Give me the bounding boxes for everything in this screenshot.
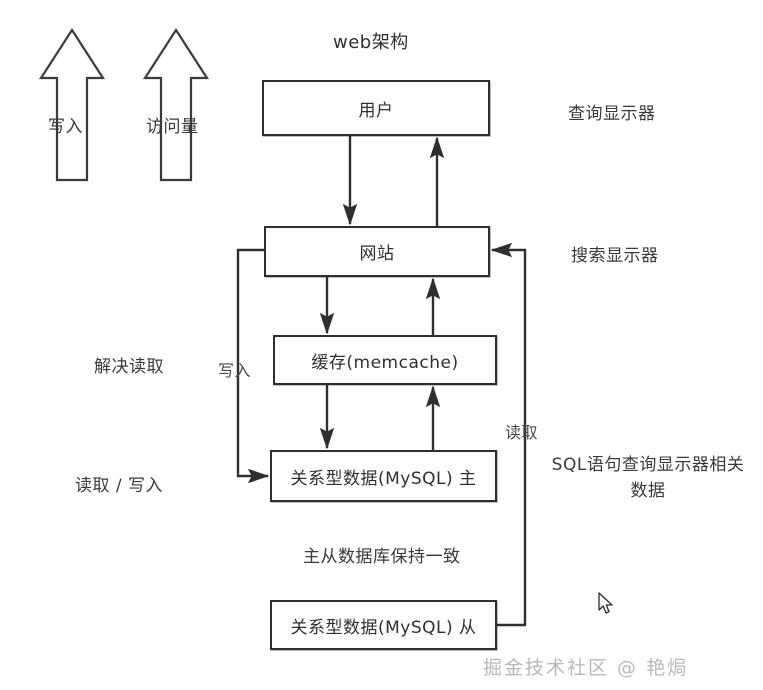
solve-read-note: 解决读取: [94, 357, 164, 377]
watermark: 掘金技术社区 @ 艳焗: [483, 657, 689, 679]
write-edge-label: 写入: [218, 361, 252, 380]
node-website-label: 网站: [359, 244, 395, 264]
node-mysql-master[interactable]: 关系型数据(MySQL) 主: [270, 450, 497, 502]
edge-website-to-mysql-master-write: [236, 248, 270, 484]
traffic-volume-block-arrow: [142, 27, 210, 182]
search-display-note: 搜索显示器: [571, 246, 659, 266]
master-slave-note: 主从数据库保持一致: [303, 547, 461, 567]
node-cache-label: 缓存(memcache): [311, 352, 459, 373]
diagram-title: web架构: [333, 32, 409, 53]
traffic-volume-arrow-label: 访问量: [146, 117, 199, 137]
write-volume-arrow-label: 写入: [48, 117, 83, 137]
node-mysql-slave-label: 关系型数据(MySQL) 从: [290, 617, 477, 638]
node-mysql-slave[interactable]: 关系型数据(MySQL) 从: [270, 600, 497, 650]
node-user-label: 用户: [358, 100, 394, 121]
write-volume-block-arrow: [38, 27, 106, 182]
node-website[interactable]: 网站: [264, 226, 490, 277]
node-mysql-master-label: 关系型数据(MySQL) 主: [290, 468, 477, 489]
node-cache[interactable]: 缓存(memcache): [273, 335, 497, 385]
read-write-note: 读取 / 写入: [75, 476, 164, 496]
query-display-note: 查询显示器: [568, 104, 656, 124]
node-user[interactable]: 用户: [262, 80, 490, 136]
edge-mysql-slave-to-website-read: [490, 242, 527, 627]
read-edge-label: 读取: [505, 423, 539, 442]
sql-query-note: SQL语句查询显示器相关数据: [551, 455, 745, 502]
